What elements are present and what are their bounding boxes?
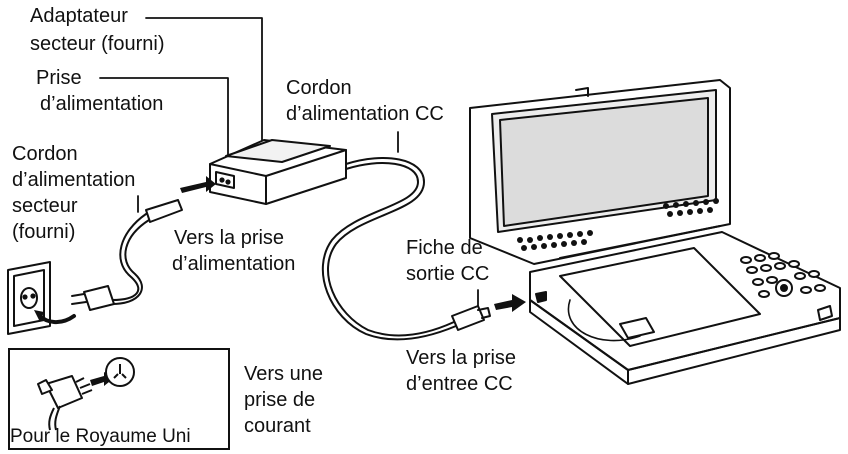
arrow-to-player-icon [494,294,526,312]
outlet-label-line1: Vers une [244,363,323,385]
ac-cord-label-line4: (fourni) [12,221,76,243]
plug-label-line2: d’alimentation [40,93,164,115]
ac-cord-label-line3: secteur [12,195,78,217]
leader-lines [99,17,479,307]
dc-out-label-line1: Fiche de [406,237,483,259]
dc-in-label-line2: d’entree CC [406,373,513,395]
outlet-label-line3: courant [244,415,311,437]
wall-outlet-icon [7,261,76,335]
uk-plug-icon [37,357,135,431]
dc-cord-label-line1: Cordon [286,77,352,99]
portable-dvd-player-icon [469,79,841,385]
ac-cord-label-line1: Cordon [12,143,78,165]
uk-caption: Pour le Royaume Uni [10,426,191,447]
ac-cord-label-line2: d’alimentation [12,169,136,191]
adapter-label-line1: Adaptateur [30,5,128,27]
adapter-label-line2: secteur (fourni) [30,33,165,55]
to-power-label-line2: d’alimentation [172,253,296,275]
dc-out-label-line2: sortie CC [406,263,490,285]
power-adapter-icon [209,139,347,205]
ac-power-cord-icon [71,199,183,311]
dc-in-label-line1: Vers la prise [406,347,517,369]
dc-power-cord-icon [321,157,491,341]
outlet-label-line2: prise de [244,389,316,411]
plug-label-line1: Prise [36,67,82,89]
to-power-label-line1: Vers la prise [174,227,285,249]
arrow-to-adapter-icon [180,176,216,193]
dc-cord-label-line2: d’alimentation CC [286,103,444,125]
uk-plug-inset [8,348,230,450]
